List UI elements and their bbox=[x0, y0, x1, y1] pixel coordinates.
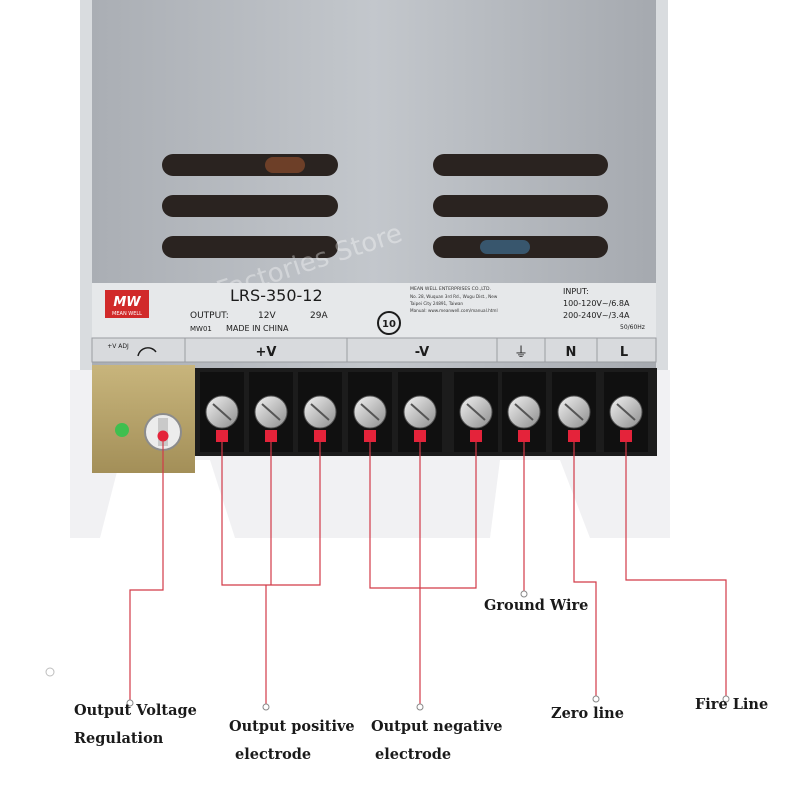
input-rating-2: 200-240V~/3.4A bbox=[563, 311, 630, 320]
label-panel bbox=[92, 283, 656, 341]
line-output-voltage-regulation bbox=[129, 440, 164, 700]
terminal-marker bbox=[314, 430, 326, 442]
logo-text: MW bbox=[113, 295, 141, 310]
case-right-edge bbox=[656, 0, 668, 370]
screw-slot bbox=[310, 403, 330, 421]
case-left-edge bbox=[80, 0, 92, 370]
terminal-markers bbox=[157, 430, 632, 442]
support-foam-right bbox=[490, 460, 590, 538]
support-foam-left bbox=[100, 460, 235, 538]
line-end-dot bbox=[416, 703, 424, 711]
line-end-dot bbox=[262, 703, 270, 711]
power-led-icon bbox=[115, 423, 129, 437]
pot-marker bbox=[157, 430, 169, 442]
line-end-dot bbox=[126, 699, 134, 707]
label-output-positive-line2: electrode bbox=[235, 746, 312, 763]
label-output-positive-line1: Output positive bbox=[229, 718, 355, 735]
cert-mark-icon bbox=[377, 311, 401, 335]
line-end-dot bbox=[592, 695, 600, 703]
screw-slot bbox=[212, 403, 232, 421]
adj-label: +V ADJ bbox=[107, 343, 129, 350]
label-ground-wire: Ground Wire bbox=[484, 597, 589, 614]
callout-lines bbox=[126, 440, 730, 711]
label-zero-line: Zero line bbox=[551, 705, 624, 722]
terminal-marker bbox=[265, 430, 277, 442]
stray-dot bbox=[45, 667, 55, 677]
terminal-marker bbox=[620, 430, 632, 442]
meanwell-logo bbox=[105, 290, 149, 318]
terminal-l-label: L bbox=[620, 345, 628, 360]
label-output-voltage-regulation-line2: Regulation bbox=[74, 730, 164, 747]
terminal-marker bbox=[414, 430, 426, 442]
input-rating-1: 100-120V~/6.8A bbox=[563, 299, 630, 308]
line-zero bbox=[573, 442, 597, 697]
terminal-marker bbox=[216, 430, 228, 442]
logo-subtext: MEAN WELL bbox=[112, 311, 142, 317]
mw-code: MW01 bbox=[190, 325, 212, 333]
line-output-positive bbox=[221, 442, 321, 705]
output-label: OUTPUT: bbox=[190, 311, 229, 321]
terminal-marker bbox=[568, 430, 580, 442]
vent-slots bbox=[162, 154, 608, 258]
manual-url: Manual: www.meanwell.com/manual.html bbox=[410, 308, 498, 313]
label-output-negative-line2: electrode bbox=[375, 746, 452, 763]
screw-slot bbox=[616, 403, 636, 421]
terminal-marker bbox=[518, 430, 530, 442]
cert-mark-text: 10 bbox=[382, 319, 396, 330]
screw-slot bbox=[564, 403, 584, 421]
label-output-negative-line1: Output negative bbox=[371, 718, 503, 735]
made-in: MADE IN CHINA bbox=[226, 324, 289, 333]
label-output-voltage-regulation: Output Voltage Regulation bbox=[74, 697, 197, 753]
terminal-minus-v-label: -V bbox=[415, 345, 430, 360]
terminal-marking-strip bbox=[91, 337, 657, 363]
label-output-positive: Output positive electrode bbox=[229, 713, 355, 769]
label-output-negative: Output negative electrode bbox=[371, 713, 502, 769]
screw-slot bbox=[466, 403, 486, 421]
terminal-n-label: N bbox=[566, 345, 577, 360]
pcb-area bbox=[92, 365, 195, 473]
adj-arrow-icon bbox=[137, 347, 157, 357]
screw-slot bbox=[360, 403, 380, 421]
screw-slot bbox=[514, 403, 534, 421]
screw-slot bbox=[261, 403, 281, 421]
terminal-marker bbox=[470, 430, 482, 442]
company-name: MEAN WELL ENTERPRISES CO.,LTD. bbox=[410, 286, 491, 292]
line-output-negative bbox=[369, 442, 477, 705]
terminal-marker bbox=[364, 430, 376, 442]
output-voltage: 12V bbox=[258, 311, 276, 321]
input-frequency: 50/60Hz bbox=[620, 324, 645, 331]
model-number: LRS-350-12 bbox=[230, 286, 323, 305]
ground-symbol-icon: ⏚ bbox=[514, 345, 528, 361]
input-label: INPUT: bbox=[563, 287, 589, 296]
address-line-1: No. 28, Wuquan 3rd Rd., Wugu Dist., New bbox=[410, 294, 498, 299]
line-end-dot bbox=[722, 695, 730, 703]
address-line-2: Taipei City 24891, Taiwan bbox=[409, 301, 463, 306]
line-end-dot bbox=[520, 590, 528, 598]
line-fire bbox=[625, 442, 727, 697]
screw-slot bbox=[410, 403, 430, 421]
label-output-voltage-regulation-line1: Output Voltage bbox=[74, 702, 197, 719]
terminal-plus-v-label: +V bbox=[256, 345, 277, 360]
output-current: 29A bbox=[310, 311, 328, 321]
label-fire-line: Fire Line bbox=[695, 696, 769, 713]
